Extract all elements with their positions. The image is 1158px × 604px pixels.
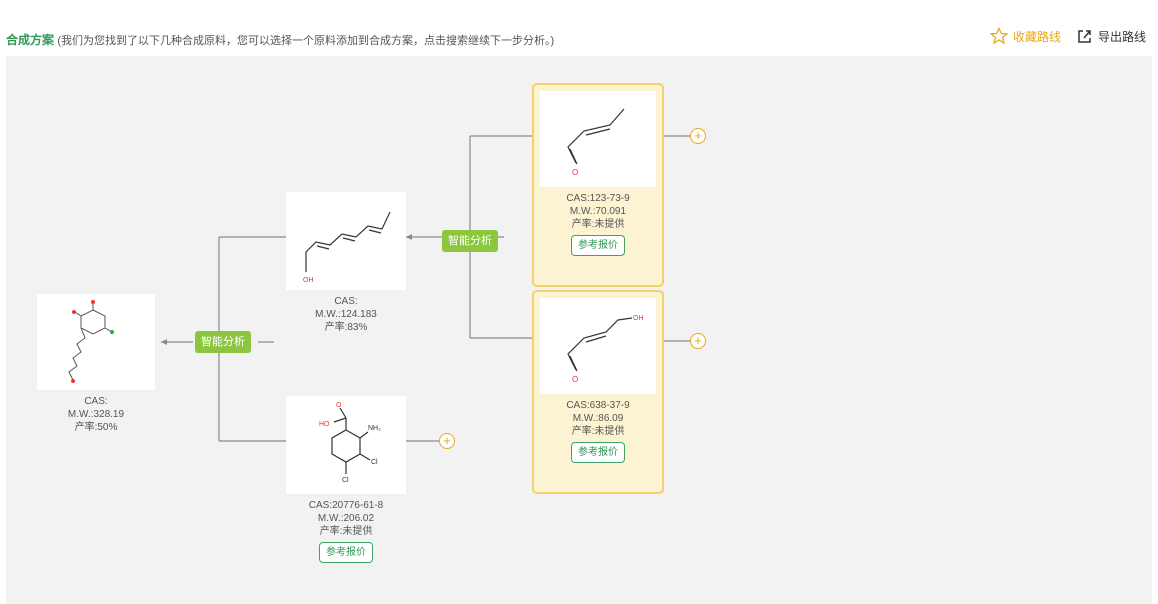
intermediate-mw: M.W.:124.183 bbox=[315, 309, 377, 320]
material-b-card[interactable]: O CAS:123-73-9 M.W.:70.091 产率:未提供 参考报价 bbox=[532, 83, 664, 287]
material-a: O NH₂ HO Cl Cl CAS:20776-61-8 M.W.:206.0… bbox=[286, 396, 406, 563]
target-compound: CAS: M.W.:328.19 产率:50% bbox=[37, 294, 155, 434]
add-material-b-button[interactable]: + bbox=[690, 128, 706, 144]
intermediate-compound: OH CAS: M.W.:124.183 产率:83% bbox=[286, 192, 406, 334]
add-material-c-button[interactable]: + bbox=[690, 333, 706, 349]
material-c-mw: M.W.:86.09 bbox=[572, 413, 624, 424]
material-c-yield: 产率:未提供 bbox=[571, 426, 625, 437]
star-icon bbox=[989, 27, 1008, 45]
plus-icon: + bbox=[694, 128, 702, 143]
target-structure bbox=[37, 294, 155, 390]
material-a-cl1-label: Cl bbox=[371, 459, 378, 466]
target-mw: M.W.:328.19 bbox=[67, 409, 125, 420]
material-a-mw: M.W.:206.02 bbox=[317, 513, 375, 524]
material-c-card[interactable]: O OH CAS:638-37-9 M.W.:86.09 产率:未提供 参考报价 bbox=[532, 290, 664, 494]
material-c-cas: CAS:638-37-9 bbox=[566, 400, 630, 411]
title-label: 合成方案 bbox=[6, 33, 55, 47]
material-a-cl2-label: Cl bbox=[342, 477, 349, 484]
connector-lines bbox=[161, 135, 690, 442]
material-a-structure: O NH₂ HO Cl Cl bbox=[286, 396, 406, 494]
material-b-structure: O bbox=[540, 91, 656, 187]
favorite-route-button[interactable]: 收藏路线 bbox=[989, 27, 1061, 45]
material-c-oh-label: OH bbox=[633, 315, 644, 322]
plus-icon: + bbox=[443, 433, 451, 448]
title-description: (我们为您找到了以下几种合成原料，您可以选择一个原料添加到合成方案，点击搜索继续… bbox=[57, 35, 555, 47]
synthesis-route-canvas: CAS: M.W.:328.19 产率:50% 智能分析 OH CAS: M.W… bbox=[6, 56, 1152, 604]
intermediate-cas: CAS: bbox=[334, 296, 358, 307]
smart-analysis-button-1[interactable]: 智能分析 bbox=[195, 331, 251, 353]
material-b-cas: CAS:123-73-9 bbox=[566, 193, 630, 204]
export-icon bbox=[1078, 30, 1091, 43]
material-a-oh-label: HO bbox=[319, 421, 330, 428]
intermediate-structure: OH bbox=[286, 192, 406, 290]
favorite-route-label: 收藏路线 bbox=[1012, 29, 1061, 44]
material-c-structure: O OH bbox=[540, 298, 656, 394]
material-a-yield: 产率:未提供 bbox=[319, 526, 373, 537]
material-a-o-label: O bbox=[336, 402, 342, 409]
page-title: 合成方案 (我们为您找到了以下几种合成原料，您可以选择一个原料添加到合成方案，点… bbox=[6, 31, 554, 48]
add-material-a-button[interactable]: + bbox=[439, 433, 455, 449]
target-yield: 产率:50% bbox=[74, 422, 118, 433]
material-c-o-label: O bbox=[572, 375, 578, 384]
route-actions: 收藏路线 导出路线 bbox=[989, 27, 1146, 45]
material-c-quote-button[interactable]: 参考报价 bbox=[571, 442, 625, 463]
intermediate-yield: 产率:83% bbox=[324, 322, 368, 333]
material-b-yield: 产率:未提供 bbox=[571, 219, 625, 230]
intermediate-oh-label: OH bbox=[303, 277, 314, 284]
material-a-quote-button[interactable]: 参考报价 bbox=[319, 542, 373, 563]
target-cas: CAS: bbox=[84, 396, 108, 407]
material-b-quote-button[interactable]: 参考报价 bbox=[571, 235, 625, 256]
material-a-nh2-label: NH₂ bbox=[368, 425, 381, 432]
export-route-button[interactable]: 导出路线 bbox=[1077, 28, 1146, 45]
material-b-mw: M.W.:70.091 bbox=[569, 206, 627, 217]
smart-analysis-button-2[interactable]: 智能分析 bbox=[442, 230, 498, 252]
material-a-cas: CAS:20776-61-8 bbox=[308, 500, 384, 511]
material-b-o-label: O bbox=[572, 168, 578, 177]
export-route-label: 导出路线 bbox=[1097, 29, 1146, 44]
header: 合成方案 (我们为您找到了以下几种合成原料，您可以选择一个原料添加到合成方案，点… bbox=[0, 0, 1158, 56]
plus-icon: + bbox=[694, 333, 702, 348]
